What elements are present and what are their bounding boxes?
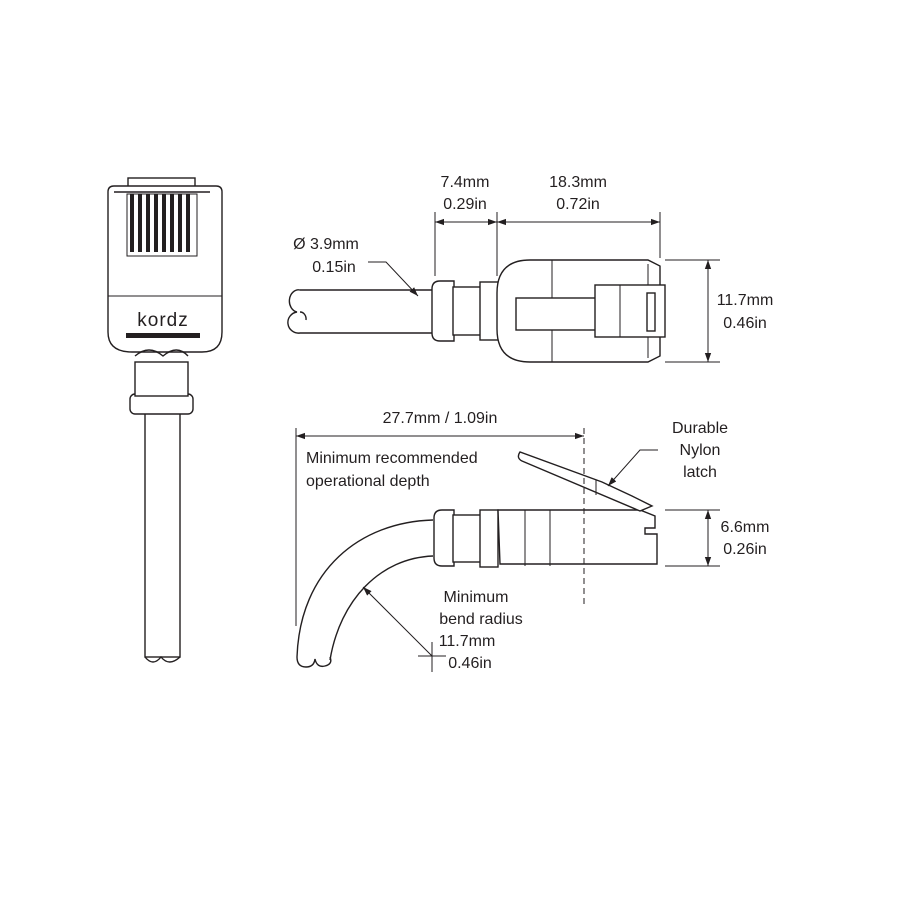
front-boot xyxy=(134,361,189,397)
latch-label-line3: latch xyxy=(683,464,717,481)
front-collar xyxy=(129,393,194,415)
depth-label-line1: Minimum recommended xyxy=(306,450,478,467)
bend-cable-inner xyxy=(329,555,434,661)
body-height-in: 0.46in xyxy=(723,315,767,332)
cable-diameter-in: 0.15in xyxy=(312,259,356,276)
side-boot-bulge xyxy=(431,280,455,342)
latch-label-line1: Durable xyxy=(672,420,728,437)
bend-boot-bulge xyxy=(433,509,455,567)
depth-value: 27.7mm / 1.09in xyxy=(383,410,498,427)
bend-radius-arrow xyxy=(362,586,433,657)
side-view-connector xyxy=(287,259,666,363)
bend-plug-body xyxy=(497,509,658,565)
body-length-in: 0.72in xyxy=(556,196,600,213)
nylon-latch xyxy=(517,451,654,512)
bend-label-line2: bend radius xyxy=(439,611,523,628)
front-cable-end xyxy=(144,655,181,663)
side-contact-slot xyxy=(515,297,601,331)
latch-leader xyxy=(607,449,658,487)
bend-radius-in: 0.46in xyxy=(448,655,492,672)
kordz-logo: kordz xyxy=(137,310,188,331)
bend-dimensions: 27.7mm / 1.09in Minimum recommended oper… xyxy=(295,410,728,672)
bend-ring xyxy=(479,509,499,568)
front-cable xyxy=(144,411,181,658)
depth-label-line2: operational depth xyxy=(306,473,430,490)
side-dimensions: 7.4mm 0.29in 18.3mm 0.72in Ø 3.9mm 0.15i… xyxy=(293,174,774,363)
front-view-connector: kordz xyxy=(107,177,223,663)
dim-cable-diameter-leader xyxy=(368,261,419,297)
body-length-mm: 18.3mm xyxy=(549,174,607,191)
plug-height-mm: 6.6mm xyxy=(721,519,770,536)
boot-length-mm: 7.4mm xyxy=(441,174,490,191)
cable-diameter-mm: Ø 3.9mm xyxy=(293,236,359,253)
bend-label-line1: Minimum xyxy=(444,589,509,606)
bend-boot-sleeve xyxy=(452,514,482,563)
bend-radius-mm: 11.7mm xyxy=(439,633,496,650)
latch-label-line2: Nylon xyxy=(680,442,721,459)
boot-length-in: 0.29in xyxy=(443,196,487,213)
logo-underline xyxy=(126,333,200,338)
plug-height-in: 0.26in xyxy=(723,541,767,558)
side-boot-sleeve xyxy=(452,286,484,336)
bend-view-connector: 6.6mm 0.26in xyxy=(296,451,770,668)
side-cable xyxy=(287,289,433,334)
body-height-mm: 11.7mm xyxy=(717,292,774,309)
side-latch-window xyxy=(646,292,656,332)
bend-cable-outer xyxy=(296,519,434,658)
front-contacts xyxy=(126,193,198,257)
